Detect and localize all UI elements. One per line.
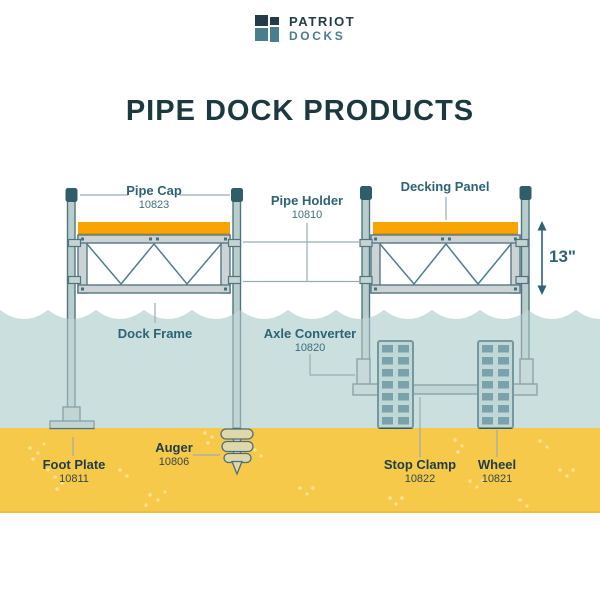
right-dock-frame: [370, 234, 521, 294]
pipe-holder-tab: [227, 238, 242, 248]
pipe-holder-tab: [359, 238, 373, 248]
right-dock: [352, 186, 538, 429]
brand-logo: PATRIOT DOCKS: [255, 14, 355, 44]
page-title: PIPE DOCK PRODUCTS: [125, 95, 475, 128]
pipe-cap-right: [519, 186, 532, 200]
label-pipe-holder: Pipe Holder 10810: [270, 193, 344, 221]
pipe-holder-tab: [515, 275, 529, 285]
pipe-holder-tab: [227, 275, 242, 285]
label-auger: Auger 10806: [155, 440, 193, 468]
left-deck-panel: [78, 222, 230, 235]
pipe-holder-tab: [67, 275, 82, 285]
label-wheel: Wheel 10821: [477, 457, 517, 485]
leader-lines: [72, 194, 498, 457]
brand-name-bottom: DOCKS: [289, 28, 346, 43]
pipe-cap-left: [360, 186, 372, 200]
water: [0, 310, 600, 428]
brand-name-top: PATRIOT: [289, 13, 356, 29]
label-pipe-cap: Pipe Cap 10823: [126, 183, 182, 211]
label-dock-frame: Dock Frame: [117, 326, 193, 341]
label-stop-clamp: Stop Clamp 10822: [383, 457, 457, 485]
label-axle-converter: Axle Converter 10820: [263, 326, 357, 354]
left-dock-frame: [77, 234, 231, 294]
dimension-arrow: [537, 221, 547, 295]
label-decking-panel: Decking Panel: [400, 179, 490, 194]
sand: [0, 428, 600, 513]
water-overlay: [0, 310, 600, 428]
patriot-docks-logo-icon: [255, 14, 281, 44]
pipe-holder-tab: [67, 238, 82, 248]
left-dock: [49, 188, 254, 476]
pipe-cap-right: [231, 188, 243, 202]
axle-converter-graphic: [352, 358, 538, 396]
pipe-holder-tab: [359, 275, 373, 285]
pipe-cap-left: [65, 188, 78, 202]
auger-graphic: [220, 427, 254, 476]
label-frame-height: 13": [549, 247, 576, 266]
label-foot-plate: Foot Plate 10811: [42, 457, 106, 485]
foot-plate-graphic: [49, 406, 95, 430]
pipe-holder-tab: [515, 238, 529, 248]
right-deck-panel: [373, 222, 518, 235]
